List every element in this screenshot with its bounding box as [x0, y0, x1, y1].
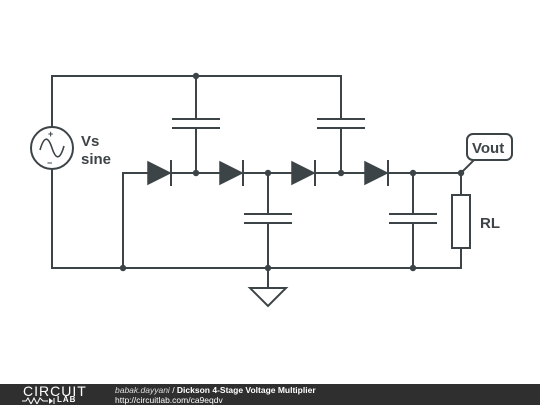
bottom-rail-wires [51, 172, 462, 269]
logo-word: CIRCUIT [23, 383, 87, 399]
circuitlab-logo: CIRCUIT LAB [0, 384, 112, 405]
diode-2 [219, 160, 244, 186]
junction-dots [119, 72, 465, 272]
vout-label: Vout [472, 140, 504, 157]
ground-symbol [247, 267, 289, 308]
capacitor-3 [317, 75, 365, 174]
vout-probe: Vout [459, 133, 513, 175]
capacitor-1 [172, 75, 220, 174]
source-label-vs: Vs [81, 133, 99, 150]
logo-sub: LAB [57, 395, 77, 404]
footer-bar: CIRCUIT LAB babak.dayyani / Dickson 4-St… [0, 384, 540, 405]
capacitor-2 [244, 172, 292, 269]
load-resistor [451, 172, 471, 269]
diode-4 [364, 160, 389, 186]
diode-1 [147, 160, 172, 186]
ac-source-vs: + − [30, 126, 74, 170]
circuit-schematic: + − Vs sine [30, 72, 513, 308]
source-plus-sign: + [48, 129, 53, 139]
footer-caption: babak.dayyani / Dickson 4-Stage Voltage … [112, 385, 316, 405]
source-minus-sign: − [47, 158, 52, 168]
caption-separator: / [169, 384, 177, 395]
author-name[interactable]: babak.dayyani [115, 384, 170, 395]
diode-3 [291, 160, 316, 186]
capacitor-4 [389, 172, 437, 269]
circuit-title: Dickson 4-Stage Voltage Multiplier [176, 384, 316, 395]
logo-zigzag-icon [22, 397, 55, 404]
load-label-rl: RL [480, 215, 500, 232]
source-label-sine: sine [81, 151, 111, 168]
circuit-url-link[interactable]: http://circuitlab.com/ca9eqdv [115, 394, 223, 405]
